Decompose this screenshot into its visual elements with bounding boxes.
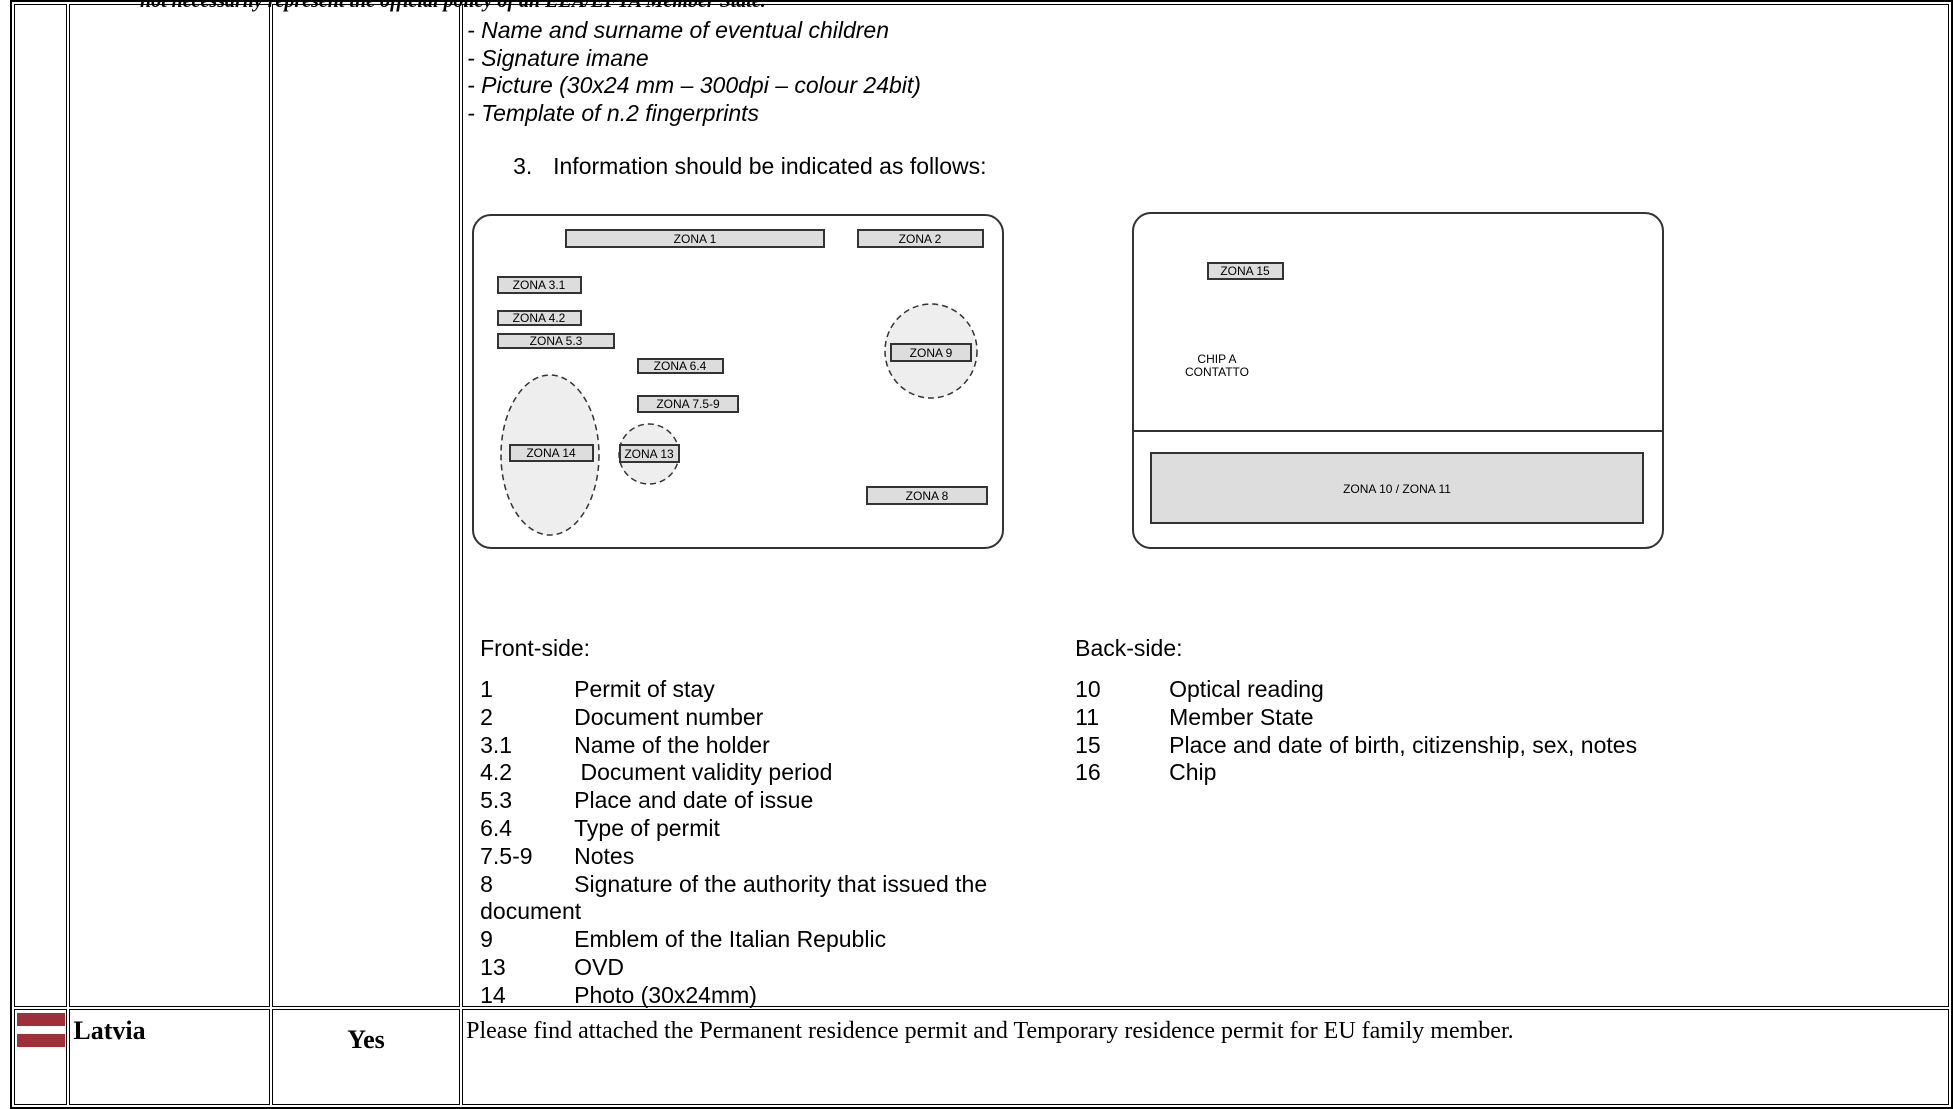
- zone-2-label: ZONA 2: [899, 232, 942, 246]
- legend-row: 4.2 Document validity period: [480, 759, 833, 786]
- country-cell: Latvia: [69, 1009, 270, 1105]
- zone-1-box: [565, 229, 826, 248]
- zone-1-label: ZONA 1: [674, 232, 717, 246]
- zone-15-label: ZONA 15: [1220, 264, 1270, 278]
- zone-6-4-label: ZONA 6.4: [654, 359, 707, 373]
- description-cell: Please find attached the Permanent resid…: [462, 1009, 1949, 1105]
- latvia-flag-icon: [17, 1013, 65, 1047]
- zone-4-2-box: [497, 310, 583, 326]
- zone-14-label: ZONA 14: [526, 446, 576, 460]
- answer-cell: Yes: [271, 1009, 461, 1105]
- zone-13-label: ZONA 13: [624, 447, 674, 461]
- description-cell: - Name and surname of eventual children …: [462, 4, 1949, 1008]
- zone-6-4-box: [637, 358, 725, 374]
- zone-7-5-9-label: ZONA 7.5-9: [656, 397, 720, 411]
- header-note: not necessarily represent the official p…: [140, 0, 766, 12]
- zone-14-box: [509, 444, 595, 462]
- front-side-title: Front-side:: [480, 635, 591, 661]
- back-side-title: Back-side:: [1075, 635, 1183, 661]
- card-back: ZONA 15 CHIP A CONTATTO ZONA 10 / ZONA 1…: [1132, 212, 1665, 549]
- table-row-latvia: Latvia Yes Please find attached the Perm…: [14, 1009, 1949, 1105]
- zone-8-box: [866, 486, 989, 505]
- zone-4-2-label: ZONA 4.2: [513, 311, 566, 325]
- point-3-number: 3.: [513, 153, 533, 179]
- list-item: - Picture (30x24 mm – 300dpi – colour 24…: [467, 72, 921, 98]
- zone-7-5-9-box: [637, 395, 740, 413]
- zone-10-11-label: ZONA 10 / ZONA 11: [1343, 482, 1451, 496]
- list-item: - Name and surname of eventual children: [467, 17, 890, 43]
- italy-description: - Name and surname of eventual children …: [463, 5, 1948, 1008]
- zone-8-label: ZONA 8: [906, 489, 949, 503]
- table-row-italy: - Name and surname of eventual children …: [14, 4, 1949, 1008]
- legend-row-continuation: document: [480, 898, 582, 925]
- chip-label-line-2: CONTATTO: [1185, 365, 1249, 379]
- zone-3-1-label: ZONA 3.1: [513, 278, 566, 292]
- zone-2-box: [857, 229, 985, 248]
- chip-label-line-1: CHIP A: [1198, 352, 1237, 366]
- latvia-description: Please find attached the Permanent resid…: [466, 1018, 1514, 1044]
- point-3: 3. Information should be indicated as fol…: [513, 153, 986, 180]
- member-state-table: - Name and surname of eventual children …: [10, 0, 1953, 1109]
- required-data-list: - Name and surname of eventual children …: [467, 17, 921, 127]
- zone-9-box: [890, 343, 973, 362]
- country-cell: [69, 4, 270, 1007]
- country-name: Latvia: [73, 1016, 146, 1045]
- zone-15-box: [1207, 262, 1285, 280]
- point-3-text: Information should be indicated as follo…: [553, 153, 987, 179]
- zone-5-3-label: ZONA 5.3: [530, 334, 583, 348]
- card-front: ZONA 1 ZONA 2 ZONA 3.1 ZONA 4.2 ZONA 5.3…: [472, 214, 1005, 549]
- answer-value: Yes: [347, 1025, 385, 1054]
- zone-5-3-box: [497, 333, 616, 349]
- list-item: - Template of n.2 fingerprints: [467, 99, 760, 126]
- answer-cell: [271, 4, 461, 1007]
- zone-13-box: [619, 444, 681, 463]
- zone-9-label: ZONA 9: [910, 346, 953, 360]
- zone-10-11-box: [1150, 452, 1645, 524]
- flag-cell: [14, 1009, 68, 1105]
- card-layout-diagram: ZONA 1 ZONA 2 ZONA 3.1 ZONA 4.2 ZONA 5.3…: [472, 212, 1665, 549]
- flag-cell: [14, 4, 68, 1007]
- zone-3-1-box: [497, 276, 583, 294]
- list-item: - Signature imane: [467, 44, 649, 71]
